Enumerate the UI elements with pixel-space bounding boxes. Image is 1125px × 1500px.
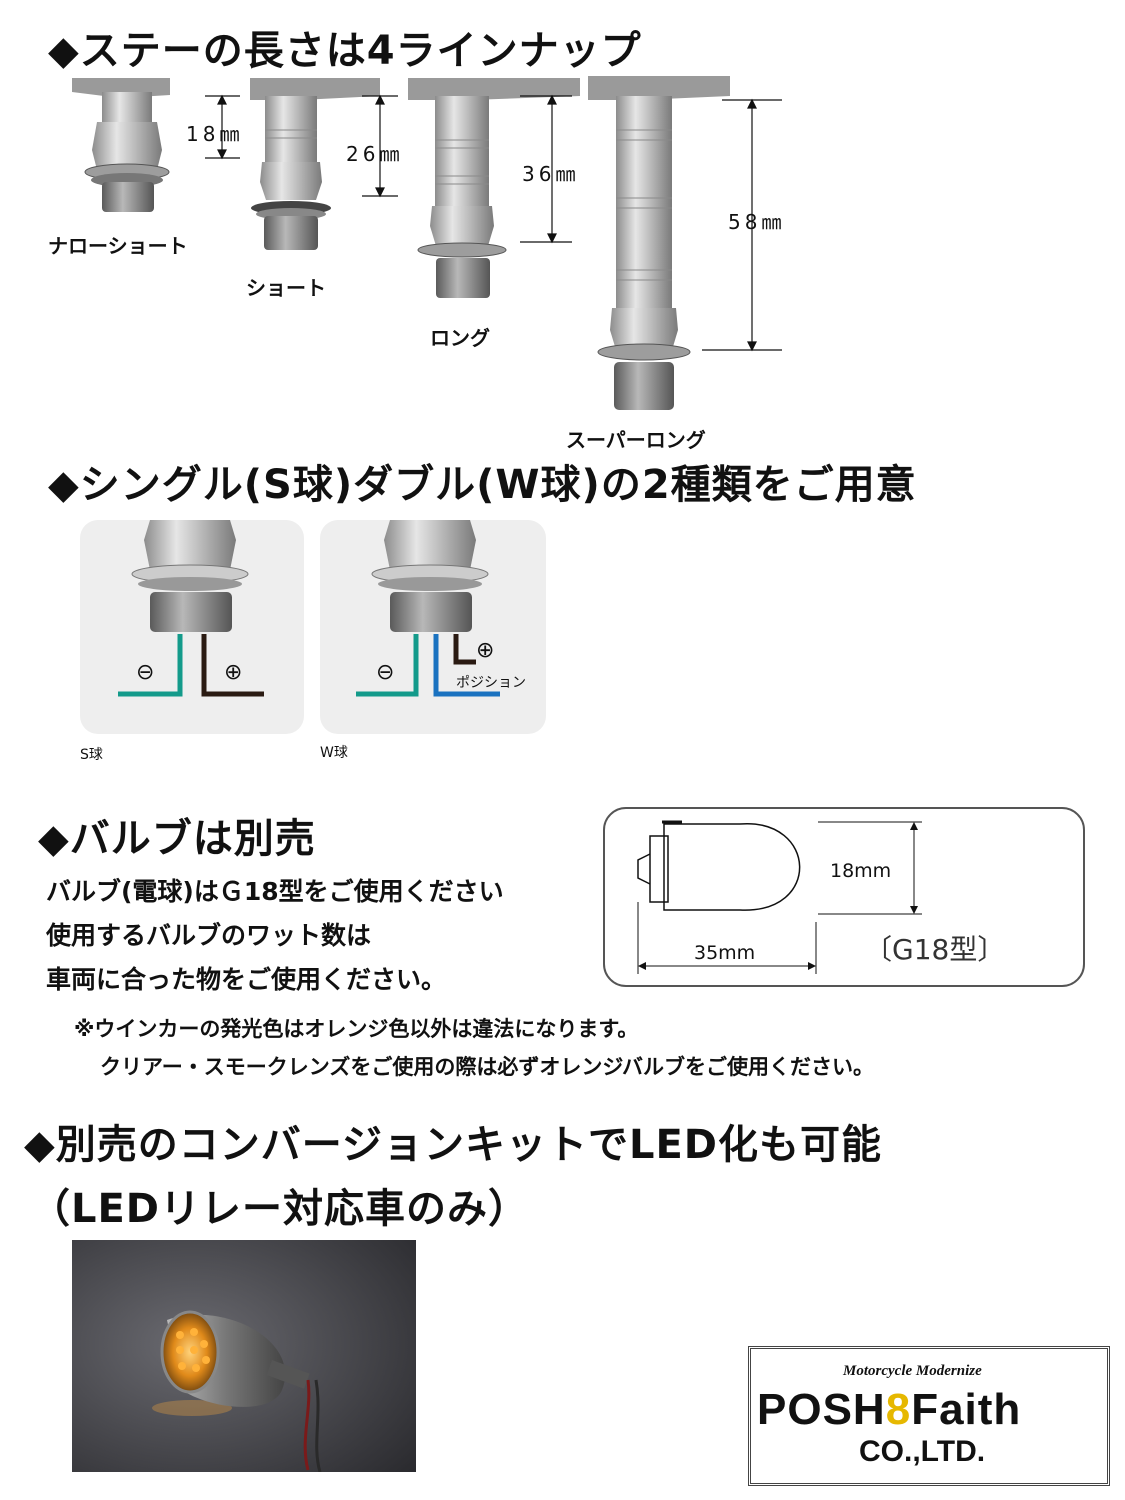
bulb-description: バルブ(電球)はＧ18型をご使用ください 使用するバルブのワット数は 車両に合っ… — [46, 870, 606, 1002]
stay-narrow-short-image — [72, 78, 170, 212]
logo-tagline: Motorcycle Modernize — [843, 1363, 982, 1379]
logo-brand-right: Faith — [911, 1385, 1022, 1434]
logo-brand-left: POSH — [757, 1385, 886, 1434]
led-winker-photo — [72, 1240, 416, 1472]
w-bulb-caption: W球 — [320, 745, 348, 761]
stay-short-label: ショート — [246, 276, 326, 300]
w-bulb-position-label: ポジション — [456, 675, 526, 691]
bulb-description-line-1: バルブ(電球)はＧ18型をご使用ください — [46, 877, 504, 906]
section-heading-bulb-sold-separately: ◆バルブは別売 — [38, 816, 316, 862]
section-heading-stay-length: ◆ステーの長さは4ラインナップ — [48, 28, 642, 74]
stay-long-length: 36㎜ — [522, 162, 580, 186]
stay-long-label: ロング — [430, 326, 490, 350]
stay-long-image — [408, 78, 580, 298]
stay-narrow-short-length: 18㎜ — [186, 122, 244, 146]
legal-note-line-1: ※ウインカーの発光色はオレンジ色以外は違法になります。 — [74, 1017, 639, 1041]
s-bulb-caption: S球 — [80, 747, 103, 763]
logo-company: CO.,LTD. — [859, 1435, 986, 1468]
w-bulb-minus-symbol: ⊖ — [376, 660, 395, 685]
bulb-wiring-illustration — [118, 520, 500, 697]
stay-short-image — [250, 78, 380, 250]
posh-faith-logo: Motorcycle Modernize POSH8Faith CO.,LTD. — [748, 1346, 1110, 1486]
stay-super-long-label: スーパーロング — [566, 428, 706, 452]
g18-bulb-diagram — [603, 807, 1085, 987]
bulb-description-line-2: 使用するバルブのワット数は — [46, 921, 372, 950]
stay-narrow-short-label: ナローショート — [48, 234, 188, 258]
s-bulb-minus-symbol: ⊖ — [136, 660, 155, 685]
logo-brand-mark-icon: 8 — [885, 1385, 912, 1434]
section-heading-bulb-types: ◆シングル(S球)ダブル(W球)の2種類をご用意 — [48, 462, 917, 508]
stay-super-long-length: 58㎜ — [728, 210, 786, 234]
stay-short-length: 26㎜ — [346, 142, 404, 166]
g18-diagram-width: 35mm — [694, 942, 756, 964]
stay-length-illustration — [72, 76, 782, 410]
logo-brand: POSH8Faith — [757, 1385, 1021, 1435]
legal-note-line-2: クリアー・スモークレンズをご使用の際は必ずオレンジバルブをご使用ください。 — [100, 1055, 875, 1079]
stay-super-long-image — [588, 76, 730, 410]
g18-diagram-type: 〔G18型〕 — [864, 933, 1006, 966]
w-bulb-plus-symbol: ⊕ — [476, 638, 495, 663]
section-heading-led-conversion: ◆別売のコンバージョンキットでLED化も可能 — [24, 1122, 882, 1168]
s-bulb-plus-symbol: ⊕ — [224, 660, 243, 685]
g18-diagram-height: 18mm — [830, 860, 892, 882]
bulb-description-line-3: 車両に合った物をご使用ください。 — [46, 965, 447, 994]
dimension-lines — [205, 94, 782, 352]
led-relay-note: （LEDリレー対応車のみ） — [30, 1186, 530, 1232]
